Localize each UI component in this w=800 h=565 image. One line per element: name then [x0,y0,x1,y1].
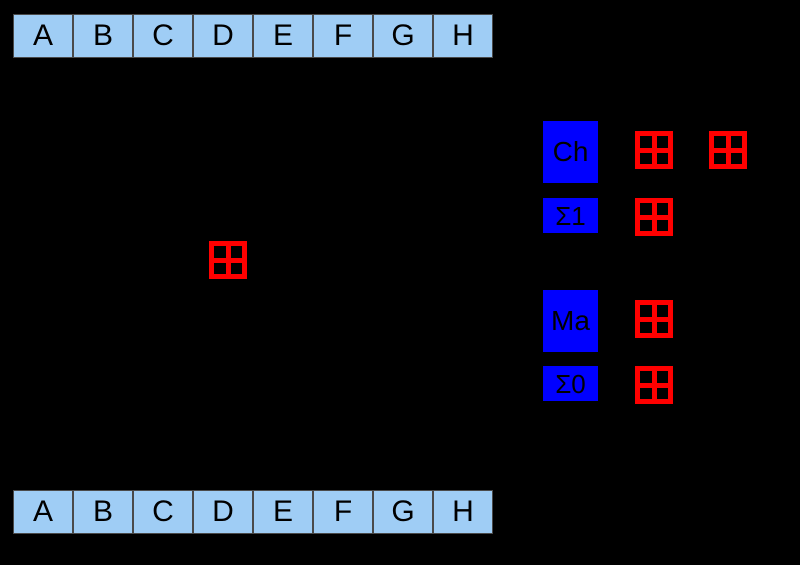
register-cell-b-bottom[interactable]: B [73,490,133,534]
register-label: A [32,495,53,528]
register-cell-h-bottom[interactable]: H [433,490,493,534]
register-row-bottom: A B C D E F G H [13,490,493,534]
register-label: D [212,495,234,528]
register-cell-g-bottom[interactable]: G [373,490,433,534]
operation-box-ch[interactable]: Ch [543,121,598,183]
register-row-top: A B C D E F G H [13,14,493,58]
register-label: B [92,495,113,528]
register-label: C [152,495,174,528]
operation-box-ma[interactable]: Ma [543,290,598,352]
register-label: F [333,495,353,528]
register-label: F [333,19,353,52]
register-cell-a-top[interactable]: A [13,14,73,58]
register-cell-d-top[interactable]: D [193,14,253,58]
register-label: H [452,19,474,52]
register-label: E [272,495,293,528]
register-cell-e-bottom[interactable]: E [253,490,313,534]
register-cell-h-top[interactable]: H [433,14,493,58]
operation-box-sigma1[interactable]: Σ1 [543,198,598,233]
boxed-plus-icon[interactable] [709,131,747,169]
register-label: G [391,495,415,528]
register-cell-f-top[interactable]: F [313,14,373,58]
boxed-plus-icon[interactable] [635,366,673,404]
boxed-plus-icon[interactable] [635,198,673,236]
register-cell-e-top[interactable]: E [253,14,313,58]
register-cell-f-bottom[interactable]: F [313,490,373,534]
register-label: H [452,495,474,528]
boxed-plus-icon[interactable] [635,131,673,169]
register-label: A [32,19,53,52]
register-cell-g-top[interactable]: G [373,14,433,58]
operation-label: Σ1 [555,200,586,231]
register-cell-d-bottom[interactable]: D [193,490,253,534]
register-label: B [92,19,113,52]
operation-label: Ma [551,305,590,336]
register-label: C [152,19,174,52]
register-cell-a-bottom[interactable]: A [13,490,73,534]
operation-label: Σ0 [555,368,586,399]
register-cell-b-top[interactable]: B [73,14,133,58]
register-label: G [391,19,415,52]
register-cell-c-bottom[interactable]: C [133,490,193,534]
operation-box-sigma0[interactable]: Σ0 [543,366,598,401]
register-cell-c-top[interactable]: C [133,14,193,58]
register-label: E [272,19,293,52]
boxed-plus-icon[interactable] [635,300,673,338]
operation-label: Ch [552,136,589,167]
register-label: D [212,19,234,52]
boxed-plus-icon[interactable] [209,241,247,279]
